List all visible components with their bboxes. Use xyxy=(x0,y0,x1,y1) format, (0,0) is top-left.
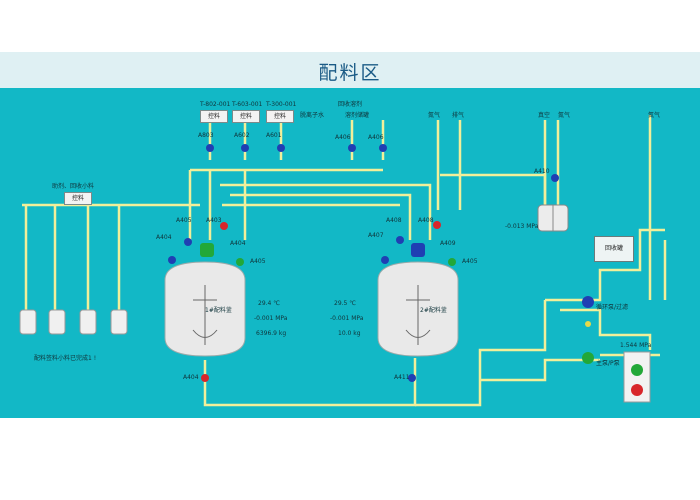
valve-label: A406 xyxy=(335,134,351,141)
auxiliary-control-button[interactable]: 控料 xyxy=(64,192,92,205)
tank-2[interactable] xyxy=(377,261,459,357)
inlet-control-button-2[interactable]: 控料 xyxy=(232,110,260,123)
tank1-valve-label: A405 xyxy=(176,217,192,224)
valve-label: A601 xyxy=(266,132,282,139)
tank2-valve-label: A405 xyxy=(462,258,478,265)
vacuum-pressure: -0.013 MPa xyxy=(505,223,539,230)
valve-label: A406 xyxy=(368,134,384,141)
main-pump[interactable] xyxy=(582,352,594,364)
pressure-display: 1.544 MPa xyxy=(620,342,652,349)
small-containers xyxy=(19,309,128,335)
tank1-valve-label: A403 xyxy=(206,217,222,224)
indicator-light-red xyxy=(631,384,643,396)
tank2-valve-label: A409 xyxy=(440,240,456,247)
nitrogen-label: 氮气 xyxy=(428,112,441,119)
valves-red[interactable] xyxy=(201,221,441,382)
tank-1[interactable] xyxy=(164,261,246,357)
valves-green[interactable] xyxy=(236,258,456,266)
tank2-valve-label: A407 xyxy=(368,232,384,239)
tank1-temperature: 29.4 ℃ xyxy=(258,300,281,307)
inlet-control-button-1[interactable]: 控料 xyxy=(200,110,228,123)
vacuum-tank[interactable] xyxy=(537,204,569,232)
valve-label: A803 xyxy=(198,132,214,139)
agitator-motor-1[interactable] xyxy=(200,243,214,257)
circulation-pump-label: 循环泵/过滤 xyxy=(596,304,629,311)
tank1-weight: 6396.9 kg xyxy=(256,330,287,337)
title-band xyxy=(0,52,700,88)
tank2-pressure: -0.001 MPa xyxy=(330,315,364,322)
inlet-label-1: T-802-001 xyxy=(200,101,231,108)
main-pump-label: 主泵/P泵 xyxy=(596,360,620,367)
tank1-name: 1#配料釜 xyxy=(205,307,232,314)
solvent-tank-label: 溶剂储罐 xyxy=(345,112,370,119)
nitrogen-label-2: 氮气 xyxy=(558,112,571,119)
tank1-valve-label: A404 xyxy=(230,240,246,247)
tank1-pressure: -0.001 MPa xyxy=(254,315,288,322)
valve-label: A602 xyxy=(234,132,250,139)
pipe-network xyxy=(22,115,667,407)
page-title: 配料区 xyxy=(318,62,382,84)
auxiliary-label: 助剂、回收小料 xyxy=(52,183,95,190)
inlet-control-button-3[interactable]: 控料 xyxy=(266,110,294,123)
tank2-name: 2#配料釜 xyxy=(420,307,447,314)
recovery-tank[interactable]: 回收罐 xyxy=(594,236,634,262)
agitator-motor-2[interactable] xyxy=(411,243,425,257)
circulation-pump[interactable] xyxy=(582,296,594,308)
inlet-label-3: T-300-001 xyxy=(266,101,297,108)
deionized-water-label: 脱离子水 xyxy=(300,112,325,119)
tank1-bottom-valve: A404 xyxy=(183,374,199,381)
tank2-weight: 10.0 kg xyxy=(338,330,361,337)
valves-blue[interactable] xyxy=(168,144,559,382)
tank2-valve-label: A408 xyxy=(386,217,402,224)
process-panel xyxy=(0,88,700,418)
tank2-temperature: 29.5 ℃ xyxy=(334,300,357,307)
status-note: 配料签料小料已完成1 ! xyxy=(34,355,97,362)
inlet-label-2: T-603-001 xyxy=(232,101,263,108)
tank2-bottom-valve: A411 xyxy=(394,374,410,381)
indicator-light-green xyxy=(631,364,643,376)
recycled-liquid-label: 回收溶剂 xyxy=(338,101,363,108)
nitrogen-label-3: 氮气 xyxy=(648,112,661,119)
tank1-valve-label: A404 xyxy=(156,234,172,241)
exhaust-label: 排气 xyxy=(452,112,465,119)
vacuum-valve-label: A410 xyxy=(534,168,550,175)
vacuum-label: 真空 xyxy=(538,112,551,119)
tank1-valve-label: A405 xyxy=(250,258,266,265)
pump-indicator xyxy=(585,321,591,327)
tank2-valve-label: A408 xyxy=(418,217,434,224)
